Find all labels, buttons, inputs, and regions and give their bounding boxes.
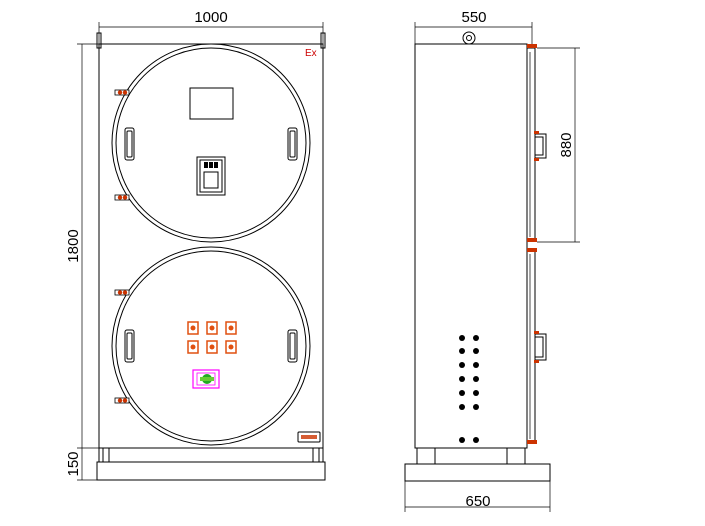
pilot-light — [187, 321, 199, 335]
side-base-plinth — [404, 463, 551, 482]
pilot-light — [225, 340, 237, 354]
cable-gland — [459, 390, 465, 396]
lifting-lug-right — [320, 32, 326, 49]
cable-gland — [459, 348, 465, 354]
lifting-lug-left — [96, 32, 102, 49]
selector-switch — [196, 156, 226, 196]
lower-left-handle — [124, 329, 135, 363]
depth-dimension-label: 550 — [461, 9, 486, 26]
cable-gland — [459, 376, 465, 382]
pilot-light-grid — [187, 321, 237, 354]
hinge-lower-top — [114, 289, 130, 296]
cable-gland — [473, 404, 479, 410]
pilot-light — [187, 340, 199, 354]
side-body — [414, 43, 528, 449]
lower-door-profile — [526, 249, 536, 444]
side-handle-lower — [534, 331, 547, 363]
cabinet-body — [98, 43, 324, 449]
cable-gland — [459, 362, 465, 368]
base-plinth — [96, 461, 326, 481]
cable-gland — [473, 376, 479, 382]
side-hinge-2 — [527, 238, 537, 242]
side-hinge-3 — [527, 248, 537, 252]
base-frame — [98, 447, 324, 463]
door-dimension-label: 880 — [558, 132, 575, 157]
cable-gland — [459, 404, 465, 410]
cable-gland — [473, 335, 479, 341]
display-window — [189, 87, 234, 120]
nameplate — [297, 431, 321, 443]
side-base-foot-left — [416, 447, 436, 465]
pilot-light — [206, 340, 218, 354]
lower-door-outer — [111, 246, 311, 446]
cable-gland — [473, 390, 479, 396]
hinge-upper-bottom — [114, 194, 130, 201]
side-handle-upper — [534, 131, 547, 161]
front-view: 1000 Ex — [65, 9, 326, 481]
upper-right-handle — [287, 127, 298, 161]
side-hinge-4 — [527, 440, 537, 444]
upper-door-inner — [115, 47, 307, 239]
side-base-foot-right — [506, 447, 526, 465]
pilot-light — [206, 321, 218, 335]
lower-door-inner — [115, 250, 307, 442]
pilot-light — [225, 321, 237, 335]
upper-door-outer — [111, 43, 311, 243]
upper-left-handle — [124, 127, 135, 161]
cable-gland — [473, 348, 479, 354]
width-dimension-label: 1000 — [194, 9, 227, 26]
hinge-lower-bottom — [114, 397, 130, 404]
hinge-upper-top — [114, 89, 130, 96]
cable-gland — [459, 437, 465, 443]
upper-door-profile — [526, 47, 536, 242]
operator-module — [192, 369, 220, 389]
lifting-eye — [462, 31, 476, 45]
base-depth-dimension-label: 650 — [465, 493, 490, 510]
base-dimension-label: 150 — [65, 451, 82, 476]
lower-right-handle — [287, 329, 298, 363]
side-view: 550 880 — [404, 9, 580, 512]
cable-gland — [473, 362, 479, 368]
side-hinge-1 — [527, 44, 537, 48]
cable-gland — [459, 335, 465, 341]
cable-gland — [473, 437, 479, 443]
height-dimension-label: 1800 — [65, 229, 82, 262]
cable-gland-grid — [459, 335, 479, 443]
ex-mark: Ex — [305, 48, 317, 59]
